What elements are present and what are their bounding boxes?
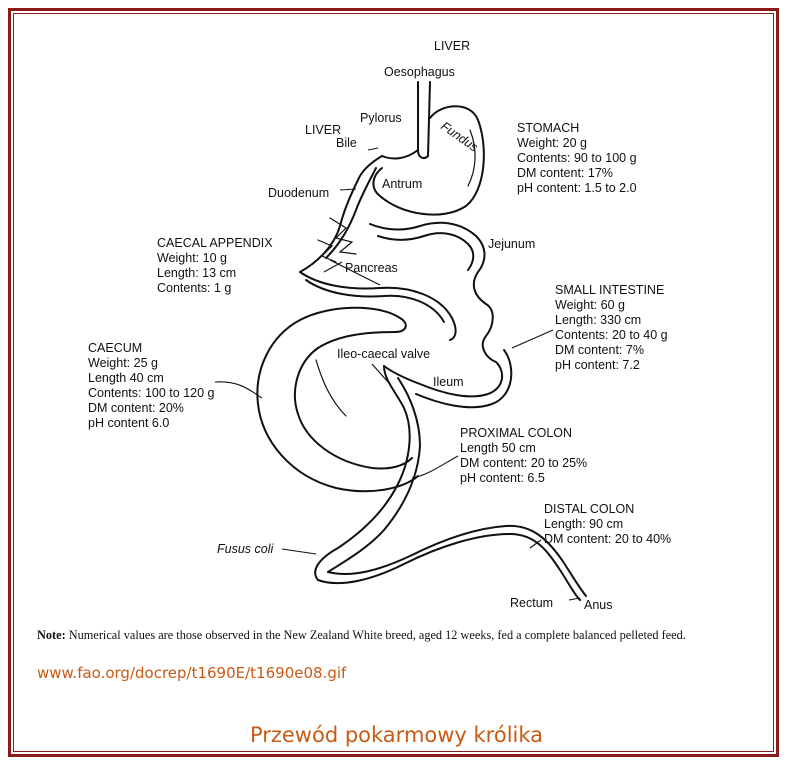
block-caecum: CAECUM Weight: 25 g Length 40 cm Content… [88, 341, 215, 430]
block-line: Length: 330 cm [555, 313, 641, 327]
block-line: pH content: 6.5 [460, 471, 545, 485]
duodenum-shape [300, 156, 382, 272]
label-jejunum: Jejunum [488, 237, 535, 251]
block-line: DM content: 20 to 25% [460, 456, 587, 470]
block-line: Weight: 20 g [517, 136, 587, 150]
block-caecal-appendix: CAECAL APPENDIX Weight: 10 g Length: 13 … [157, 236, 273, 295]
footnote: Note: Numerical values are those observe… [37, 628, 777, 643]
block-line: DM content: 7% [555, 343, 644, 357]
block-line: pH content: 1.5 to 2.0 [517, 181, 637, 195]
label-oesophagus: Oesophagus [384, 65, 455, 79]
label-rectum: Rectum [510, 596, 553, 610]
block-line: Contents: 90 to 100 g [517, 151, 637, 165]
label-antrum: Antrum [382, 177, 422, 191]
label-liver-mid: LIVER [305, 123, 341, 137]
block-line: DM content: 20% [88, 401, 184, 415]
label-pancreas: Pancreas [345, 261, 398, 275]
label-anus: Anus [584, 598, 613, 612]
label-fundus: Fundus [438, 119, 480, 154]
block-small-intestine: SMALL INTESTINE Weight: 60 g Length: 330… [555, 283, 668, 372]
digestive-tract-diagram: LIVER Oesophagus Pylorus LIVER Bile Fund… [0, 0, 793, 640]
jejunum-shape [370, 223, 496, 362]
oesophagus-shape [418, 82, 430, 158]
block-line: pH content: 7.2 [555, 358, 640, 372]
block-line: pH content 6.0 [88, 416, 169, 430]
source-url: www.fao.org/docrep/t1690E/t1690e08.gif [37, 664, 346, 682]
block-line: Length 50 cm [460, 441, 536, 455]
caecum-shape [257, 308, 418, 491]
block-line: DM content: 17% [517, 166, 613, 180]
footnote-prefix: Note: [37, 628, 66, 642]
block-line: Weight: 60 g [555, 298, 625, 312]
caecal-appendix-shape [300, 272, 456, 340]
figure-caption: Przewód pokarmowy królika [0, 723, 793, 747]
label-ileo-caecal-valve: Ileo-caecal valve [337, 347, 430, 361]
label-fusus-coli: Fusus coli [217, 542, 274, 556]
block-line: CAECAL APPENDIX [157, 236, 273, 250]
block-line: DISTAL COLON [544, 502, 634, 516]
proximal-colon-shape [315, 366, 420, 580]
block-line: Length 40 cm [88, 371, 164, 385]
block-line: SMALL INTESTINE [555, 283, 664, 297]
label-liver-top: LIVER [434, 39, 470, 53]
footnote-text: Numerical values are those observed in t… [69, 628, 686, 642]
block-line: Length: 13 cm [157, 266, 236, 280]
block-line: Weight: 10 g [157, 251, 227, 265]
block-line: Contents: 20 to 40 g [555, 328, 668, 342]
block-line: Contents: 1 g [157, 281, 231, 295]
block-line: Contents: 100 to 120 g [88, 386, 215, 400]
block-line: Length: 90 cm [544, 517, 623, 531]
block-line: PROXIMAL COLON [460, 426, 572, 440]
block-line: CAECUM [88, 341, 142, 355]
block-distal-colon: DISTAL COLON Length: 90 cm DM content: 2… [544, 502, 671, 546]
label-duodenum: Duodenum [268, 186, 329, 200]
block-line: STOMACH [517, 121, 579, 135]
label-ileum: Ileum [433, 375, 464, 389]
block-line: Weight: 25 g [88, 356, 158, 370]
block-proximal-colon: PROXIMAL COLON Length 50 cm DM content: … [460, 426, 587, 485]
label-pylorus: Pylorus [360, 111, 402, 125]
label-bile: Bile [336, 136, 357, 150]
block-line: DM content: 20 to 40% [544, 532, 671, 546]
block-stomach: STOMACH Weight: 20 g Contents: 90 to 100… [517, 121, 637, 195]
